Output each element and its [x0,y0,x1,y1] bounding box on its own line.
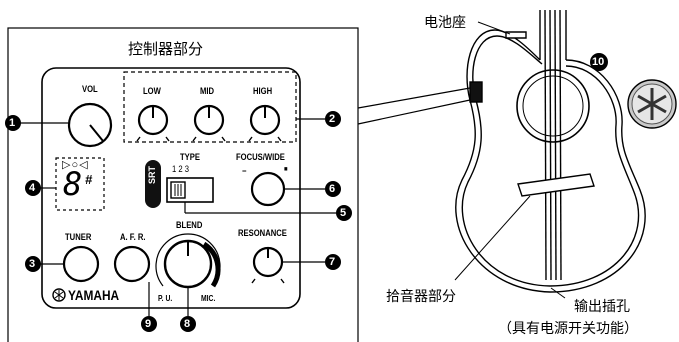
resonance-knob[interactable] [251,246,285,284]
high-label: HIGH [253,86,273,96]
mid-label: MID [200,86,215,96]
high-knob[interactable] [248,104,282,142]
yamaha-logo-badge [627,79,677,129]
callout-3: 3 [29,258,36,270]
callout-2-badge [325,111,341,127]
callout-1-badge [5,115,21,131]
callout-10-badge [590,53,608,71]
output-jack-sublabel: （具有电源开关功能） [498,321,638,337]
callout-3-badge [25,256,41,272]
blend-label: BLEND [176,220,203,230]
pickup-label: 拾音器部分 [386,289,456,305]
callout-2: 2 [329,113,336,125]
callout-8-badge [180,316,196,332]
focus-square-icon: ■ [284,166,288,173]
low-label: LOW [143,86,161,96]
control-panel-frame [7,27,359,342]
srt-label: SRT [147,166,157,184]
mid-knob[interactable] [192,104,226,142]
zoom-line-top [357,87,471,109]
callout-badges [5,53,608,332]
pu-label: P. U. [158,294,173,303]
type-positions: 1 2 3 [172,164,190,174]
callout-1: 1 [9,117,16,129]
callout-6: 6 [329,183,336,195]
mic-label: MIC. [201,294,216,303]
tuner-digit: 8 [63,165,83,203]
callout-9: 9 [145,318,152,330]
callout-7: 7 [329,256,336,268]
callout-4: 4 [29,182,36,194]
type-switch[interactable] [166,177,214,203]
srt-badge [145,160,161,208]
zoom-line-bottom [357,99,471,125]
brand-logo-text: YAMAHA [68,287,120,303]
guitar-illustration [455,9,646,293]
type-label: TYPE [180,152,200,162]
callout-5: 5 [340,207,347,219]
battery-holder-label: 电池座 [424,15,466,31]
yamaha-emblem-icon [52,288,66,302]
tuner-sharp: # [85,172,93,187]
blend-knob[interactable] [155,233,221,289]
callout-9-badge [141,316,157,332]
focus-wide-label: FOCUS/WIDE [236,152,285,162]
battery-leader [477,21,511,35]
pickup-leader [454,195,531,281]
callout-8: 8 [184,318,191,330]
callout-5-badge [336,205,352,221]
resonance-label: RESONANCE [238,228,287,238]
tuner-indicator: ▷○◁ [62,159,89,171]
callout-10: 10 [592,56,605,68]
callout-4-badge [25,180,41,196]
afr-knob[interactable] [113,245,151,283]
eq-group-box [123,71,297,143]
callout-6-badge [325,181,341,197]
vol-knob[interactable] [67,102,113,148]
focus-minus: − [242,166,247,176]
tuner-display-box [55,157,105,211]
tuner-button[interactable] [62,245,100,283]
output-jack-label: 输出插孔 [574,299,630,315]
tuner-label: TUNER [65,232,92,242]
output-leader [550,287,566,299]
afr-label: A. F. R. [120,232,146,242]
callout-leaders [20,118,325,316]
callout-7-badge [325,254,341,270]
focus-wide-button[interactable] [250,171,286,207]
low-knob[interactable] [136,104,170,142]
vol-label: VOL [82,84,98,94]
panel-title: 控制器部分 [128,40,204,58]
